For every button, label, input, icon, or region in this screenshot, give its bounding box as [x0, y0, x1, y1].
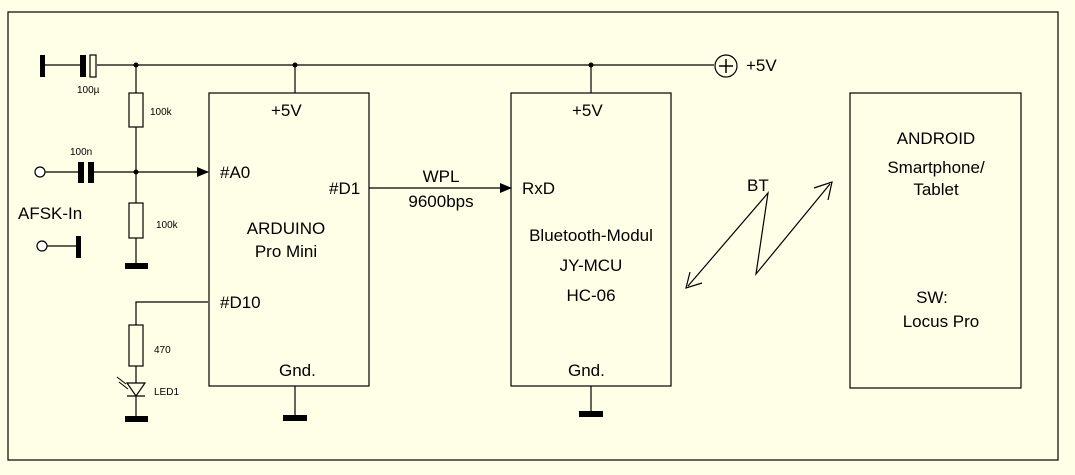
android-block — [849, 92, 1022, 389]
resistor-100k-top — [128, 88, 144, 203]
arduino-gnd: Gnd. — [279, 361, 316, 380]
capacitor-100u — [40, 54, 97, 78]
supply-terminal — [714, 54, 738, 78]
android-sw-name: Locus Pro — [903, 312, 980, 331]
bluetooth-wireless-icon — [685, 181, 833, 289]
bluetooth-gnd: Gnd. — [568, 361, 605, 380]
bluetooth-pin-rx: RxD — [522, 179, 555, 198]
link-baud: 9600bps — [408, 192, 473, 211]
resistor-470-label: 470 — [154, 345, 171, 356]
link-protocol: WPL — [423, 167, 460, 186]
resistor-100k-bottom-label: 100k — [156, 220, 179, 231]
led-light-icon — [116, 376, 129, 390]
arduino-title: ARDUINO — [247, 219, 325, 238]
bluetooth-ground — [579, 386, 603, 417]
led-label: LED1 — [154, 387, 179, 398]
bluetooth-line3: HC-06 — [566, 286, 615, 305]
resistor-100k-top-label: 100k — [150, 107, 173, 118]
junctions — [133, 62, 594, 175]
led-branch — [125, 301, 208, 422]
arduino-vcc: +5V — [271, 101, 302, 120]
bluetooth-line1: Bluetooth-Modul — [529, 226, 653, 245]
android-title: ANDROID — [897, 129, 975, 148]
android-sw-label: SW: — [916, 288, 948, 307]
bluetooth-line2: JY-MCU — [560, 256, 623, 275]
arduino-pin-d10: #D10 — [220, 293, 261, 312]
arduino-pin-d1: #D1 — [329, 179, 360, 198]
arduino-block — [208, 92, 370, 387]
capacitor-100u-label: 100µ — [77, 85, 100, 96]
bluetooth-vcc: +5V — [572, 101, 603, 120]
supply-label: +5V — [746, 56, 777, 75]
supply-rail — [97, 64, 714, 93]
arduino-pin-a0: #A0 — [220, 163, 250, 182]
android-line2: Smartphone/ — [887, 158, 985, 177]
arduino-ground — [283, 386, 307, 421]
afsk-in-label: AFSK-In — [18, 204, 82, 223]
wireless-label: BT — [747, 176, 769, 195]
arduino-subtitle: Pro Mini — [255, 242, 317, 261]
input-terminal-ground — [36, 236, 81, 258]
input-terminal-signal — [34, 162, 209, 183]
resistor-100k-bottom — [125, 202, 148, 269]
android-line3: Tablet — [913, 180, 959, 199]
frame — [7, 11, 1059, 461]
capacitor-100n-label: 100n — [70, 147, 92, 158]
